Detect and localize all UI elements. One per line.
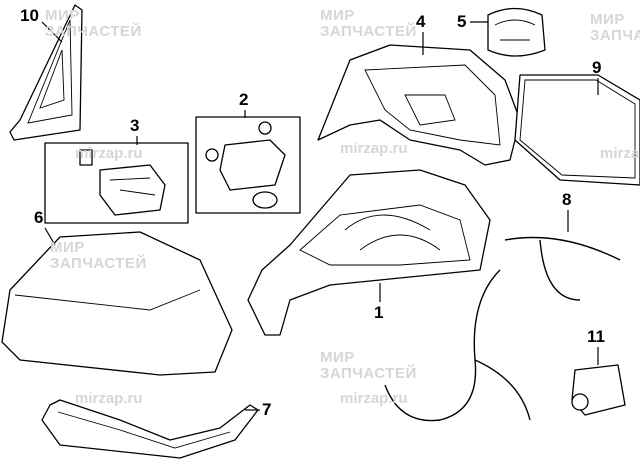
part-8-wiring-harness [384,236,621,422]
callout-11: 11 [587,327,605,346]
callout-6: 6 [34,208,44,227]
watermark-line2: ЗАПЧАСТЕЙ [590,27,640,44]
watermark-line1: МИР [45,7,80,24]
part-10-triangle-trim [9,4,83,141]
part-1-mirror-assembly [247,169,491,336]
leader-10 [41,21,63,43]
watermark-line2: ЗАПЧАСТЕЙ [320,23,417,40]
watermark-line1: МИР [590,11,625,28]
watermark-line1: МИР [50,239,85,256]
part-9-mirror-glass [514,74,640,186]
watermark-url: mirzap.ru [340,140,408,157]
watermark-url: mirzap.ru [600,145,640,162]
leader-6 [44,227,56,246]
callout-10: 10 [20,6,39,25]
callout-3: 3 [130,116,140,135]
part-3-motor [79,149,166,216]
part-4-mirror-housing [317,44,521,166]
watermark-line2: ЗАПЧАСТЕЙ [320,365,417,382]
callout-2: 2 [239,90,249,109]
watermark-line2: ЗАПЧАСТЕЙ [45,23,142,40]
watermark-url: mirzap.ru [340,390,408,407]
part-5-actuator [487,7,546,57]
watermark-url: mirzap.ru [75,145,143,162]
callout-1: 1 [374,303,384,322]
part-2-bracket [205,121,286,209]
watermark-line2: ЗАПЧАСТЕЙ [50,255,147,272]
callout-8: 8 [562,190,572,209]
part-6-cover [1,231,233,376]
callout-9: 9 [592,58,602,77]
watermark-line1: МИР [320,7,355,24]
callout-7: 7 [262,400,272,419]
part-11-camera [571,364,626,416]
callout-5: 5 [457,12,467,31]
callout-4: 4 [416,12,426,31]
part-7-turn-signal [41,399,259,459]
watermark-line1: МИР [320,349,355,366]
watermark-url: mirzap.ru [75,390,143,407]
